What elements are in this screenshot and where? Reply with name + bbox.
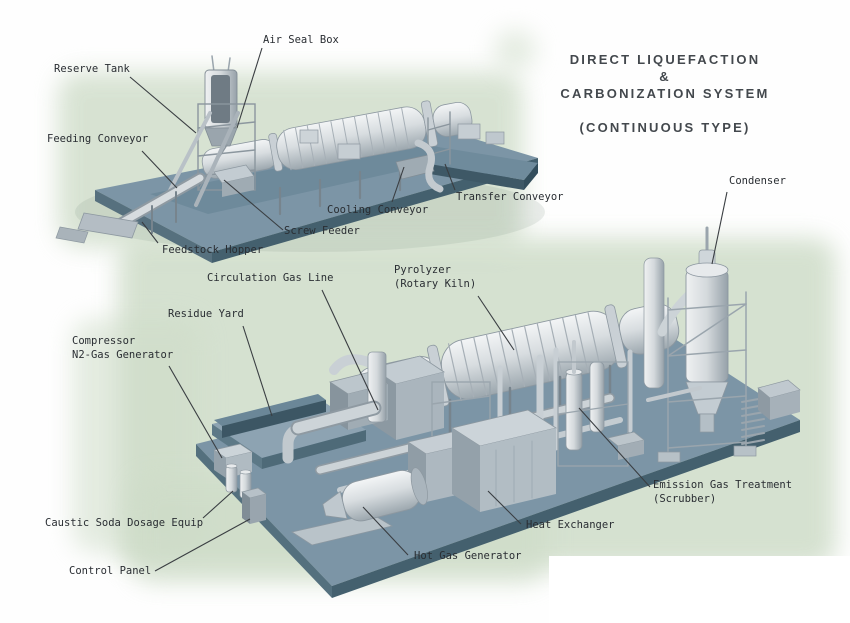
title-line-3: CARBONIZATION SYSTEM xyxy=(560,86,770,101)
leader-emission-gas-treatment xyxy=(578,407,651,488)
label-screw-feeder: Screw Feeder xyxy=(284,225,360,237)
label-air-seal-box: Air Seal Box xyxy=(263,34,339,46)
leader-hot-gas-generator xyxy=(362,506,409,556)
leader-compressor xyxy=(168,365,223,459)
leader-condenser xyxy=(711,191,728,265)
label-emission-gas-treatment: Emission Gas Treatment (Scrubber) xyxy=(653,479,793,505)
leader-feedstock-hopper xyxy=(141,221,159,244)
label-hot-gas-generator: Hot Gas Generator xyxy=(414,550,522,562)
leader-heat-exchanger xyxy=(487,490,522,525)
leader-lines xyxy=(129,47,728,572)
leader-control-panel xyxy=(154,518,251,572)
label-feedstock-hopper: Feedstock Hopper xyxy=(162,244,264,256)
leader-screw-feeder xyxy=(223,179,284,231)
label-pyrolyzer: Pyrolyzer (Rotary Kiln) xyxy=(394,264,477,290)
leader-caustic-soda xyxy=(202,490,234,519)
leader-pyrolyzer xyxy=(477,295,515,351)
leader-reserve-tank xyxy=(129,76,197,134)
label-residue-yard: Residue Yard xyxy=(168,308,244,320)
background-wash-title-spot xyxy=(494,30,536,70)
label-cooling-conveyor: Cooling Conveyor xyxy=(327,204,429,216)
label-caustic-soda: Caustic Soda Dosage Equip xyxy=(45,517,204,529)
leader-residue-yard xyxy=(242,325,273,417)
leader-circulation-gas-line xyxy=(321,289,379,411)
leader-feeding-conveyor xyxy=(141,150,178,189)
label-compressor-n2: Compressor N2-Gas Generator xyxy=(72,335,174,361)
label-feeding-conveyor: Feeding Conveyor xyxy=(47,133,149,145)
leader-transfer-conveyor xyxy=(444,163,456,191)
title-line-2: & xyxy=(659,69,671,84)
label-circulation-gas-line: Circulation Gas Line xyxy=(207,272,334,284)
title-line-4: (CONTINUOUS TYPE) xyxy=(579,120,751,135)
top-machine-illustration xyxy=(55,55,545,263)
bottom-machine-illustration xyxy=(196,226,801,598)
label-reserve-tank: Reserve Tank xyxy=(54,63,130,75)
label-condenser: Condenser xyxy=(729,175,786,187)
leader-cooling-conveyor xyxy=(391,166,405,203)
leader-air-seal-box xyxy=(236,47,263,129)
label-transfer-conveyor: Transfer Conveyor xyxy=(456,191,564,203)
label-heat-exchanger: Heat Exchanger xyxy=(526,519,615,531)
white-patch xyxy=(549,556,850,623)
title-line-1: DIRECT LIQUEFACTION xyxy=(569,52,761,67)
label-control-panel: Control Panel xyxy=(69,565,152,577)
